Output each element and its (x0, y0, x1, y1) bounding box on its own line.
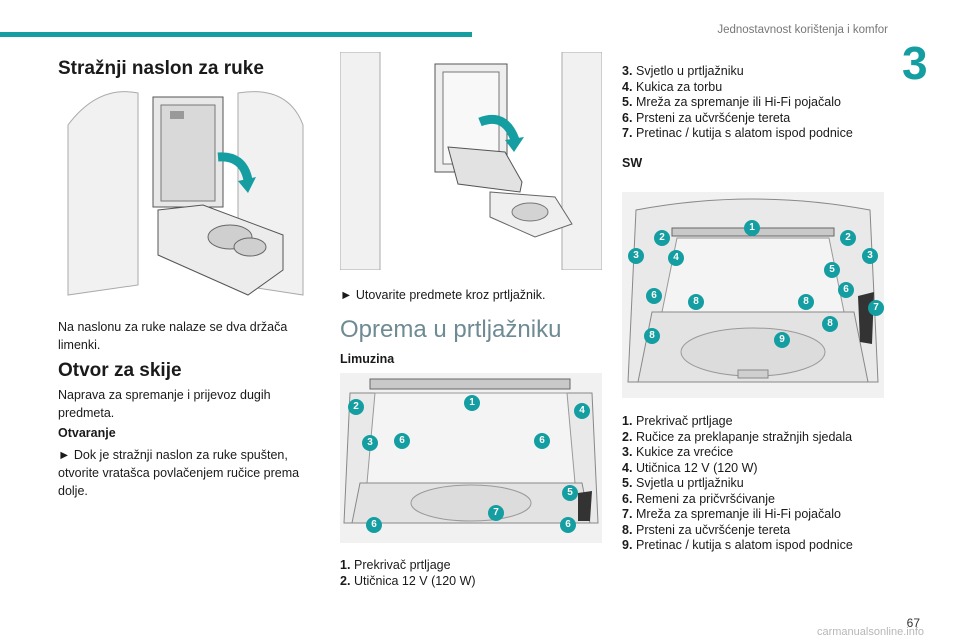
callout-badge: 8 (688, 294, 704, 310)
section-header-title: Jednostavnost korištenja i komfor (717, 24, 888, 36)
callout-badge: 6 (394, 433, 410, 449)
armrest-text: Na naslonu za ruke nalaze se dva držača … (58, 320, 288, 352)
load-text: ► Utovarite predmete kroz prtljažnik. (340, 288, 546, 302)
section-title-trunk-equipment: Oprema u prtljažniku (340, 316, 562, 343)
list-item: 1.Prekrivač prtljage (622, 414, 733, 428)
list-item: 8.Prsteni za učvršćenje tereta (622, 522, 791, 537)
callout-badge: 6 (838, 282, 854, 298)
armrest-illustration (58, 85, 310, 303)
callout-badge: 4 (574, 403, 590, 419)
header-accent-bar (0, 32, 472, 37)
list-item: 7.Pretinac / kutija s alatom ispod podni… (622, 126, 853, 140)
title-armrest: Stražnji naslon za ruke (58, 58, 264, 79)
callout-badge: 3 (628, 248, 644, 264)
ski-text: Naprava za spremanje i prijevoz dugih pr… (58, 388, 271, 420)
callout-badge: 8 (822, 316, 838, 332)
callout-badge: 7 (488, 505, 504, 521)
callout-badge: 8 (644, 328, 660, 344)
title-ski-opening: Otvor za skije (58, 360, 182, 381)
callout-badge: 8 (798, 294, 814, 310)
callout-badge: 6 (560, 517, 576, 533)
list-item: 5.Mreža za spremanje ili Hi-Fi pojačalo (622, 95, 841, 109)
page-number: 67 (906, 616, 920, 630)
list-item: 3.Svjetlo u prtljažniku (622, 64, 744, 78)
limuzina-label: Limuzina (340, 352, 395, 366)
sw-trunk-diagram: 1 2 2 3 3 4 5 6 6 7 8 8 8 8 9 (622, 192, 884, 398)
callout-badge: 4 (668, 250, 684, 266)
list-item: 5.Svjetla u prtljažniku (622, 476, 744, 490)
list-item: 2.Ručice za preklapanje stražnjih sjedal… (622, 429, 853, 444)
callout-badge: 2 (840, 230, 856, 246)
callout-badge: 3 (362, 435, 378, 451)
callout-badge: 3 (862, 248, 878, 264)
list-item: 4.Kukica za torbu (622, 79, 723, 94)
list-item: 4.Utičnica 12 V (120 W) (622, 460, 758, 475)
opening-text: ► Dok je stražnji naslon za ruke spušten… (58, 448, 300, 498)
callout-badge: 5 (824, 262, 840, 278)
ski-opening-illustration (340, 52, 602, 270)
callout-badge: 2 (654, 230, 670, 246)
callout-badge: 1 (744, 220, 760, 236)
list-item: 1.Prekrivač prtljage (340, 558, 451, 572)
list-item: 6.Prsteni za učvršćenje tereta (622, 110, 791, 125)
limuzina-trunk-diagram: 1 2 3 4 5 6 6 6 6 7 (340, 373, 602, 543)
limuzina-legend-list: 1.Prekrivač prtljage 2.Utičnica 12 V (12… (340, 558, 602, 589)
sw-legend-list: 1.Prekrivač prtljage 2.Ručice za preklap… (622, 414, 892, 554)
callout-badge: 6 (534, 433, 550, 449)
list-item: 3.Kukice za vrećice (622, 445, 734, 459)
callout-badge: 9 (774, 332, 790, 348)
chapter-number: 3 (902, 37, 928, 89)
opening-label: Otvaranje (58, 426, 116, 440)
list-item: 6.Remeni za pričvršćivanje (622, 491, 775, 506)
watermark: carmanualsonline.info (816, 626, 924, 638)
list-item: 9.Pretinac / kutija s alatom ispod podni… (622, 538, 853, 552)
callout-badge: 1 (464, 395, 480, 411)
list-item: 7.Mreža za spremanje ili Hi-Fi pojačalo (622, 507, 841, 521)
callout-badge: 5 (562, 485, 578, 501)
sw-label: SW (622, 156, 643, 170)
callout-badge: 6 (366, 517, 382, 533)
callout-badge: 2 (348, 399, 364, 415)
limuzina-legend-list-continued: 3.Svjetlo u prtljažniku 4.Kukica za torb… (622, 64, 892, 142)
callout-badge: 6 (646, 288, 662, 304)
callout-badge: 7 (868, 300, 884, 316)
list-item: 2.Utičnica 12 V (120 W) (340, 573, 476, 588)
